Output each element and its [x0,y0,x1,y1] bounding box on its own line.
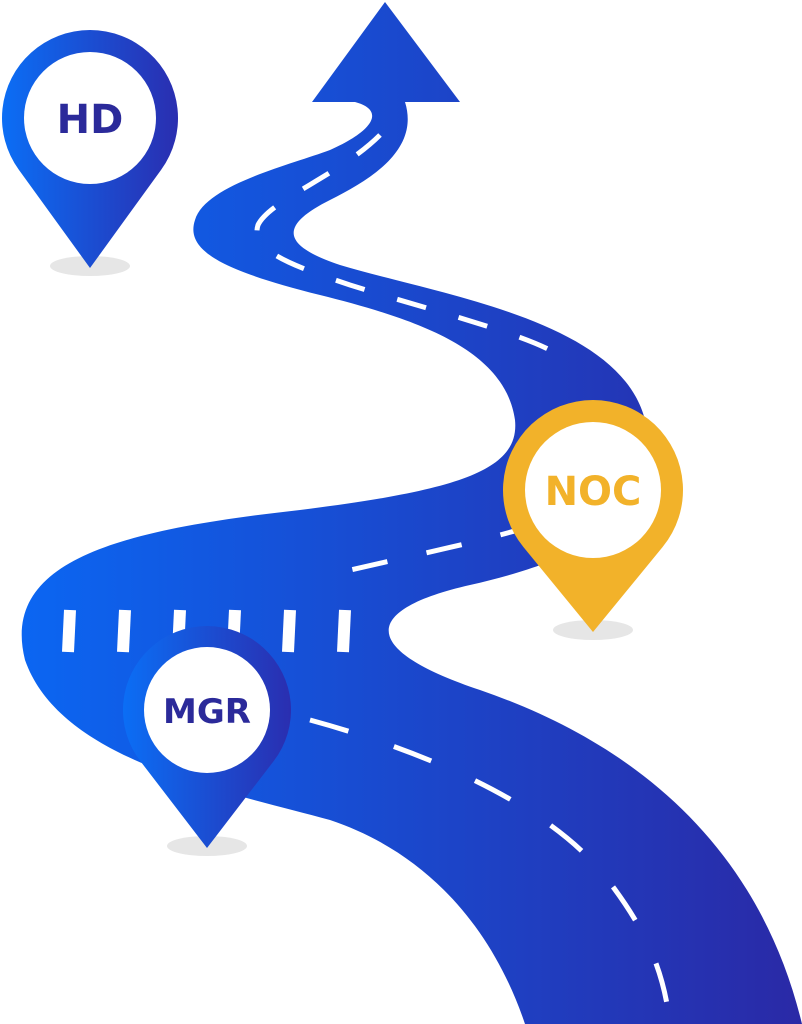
pin-inner-circle [24,52,156,184]
center-line-upper [254,133,552,353]
lane-markings [62,133,671,1011]
crosswalk-stripe [282,609,296,653]
crosswalk-stripe [117,609,131,653]
pin-label-mgr: MGR [163,692,251,732]
pins-layer: HD NOC MGR [1,29,684,856]
pin-inner-circle [525,422,661,558]
pin-label-hd: HD [57,97,124,143]
pin-noc: NOC [503,400,684,640]
crosswalk-stripe [62,609,76,653]
pin-hd: HD [1,29,178,276]
center-line-lower [309,717,671,1011]
pin-mgr: MGR [123,626,292,856]
pin-inner-circle [144,647,270,773]
center-line-middle [329,522,536,578]
crosswalk-stripe [337,609,351,653]
pin-label-noc: NOC [545,469,642,515]
